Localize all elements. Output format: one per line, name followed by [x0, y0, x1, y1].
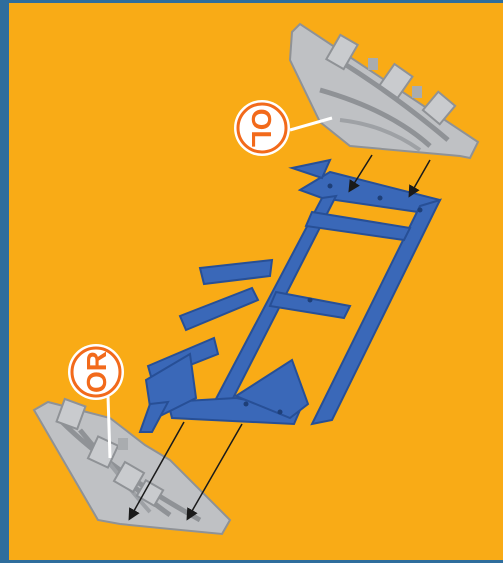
arrow-down-left-icon [410, 160, 430, 195]
assembly-arrows [130, 155, 430, 518]
blue-frame-assembly [140, 160, 440, 432]
callout-or-label: OR [81, 351, 112, 393]
callout-ol-label: OL [246, 109, 277, 148]
top-gear-part [290, 24, 478, 158]
